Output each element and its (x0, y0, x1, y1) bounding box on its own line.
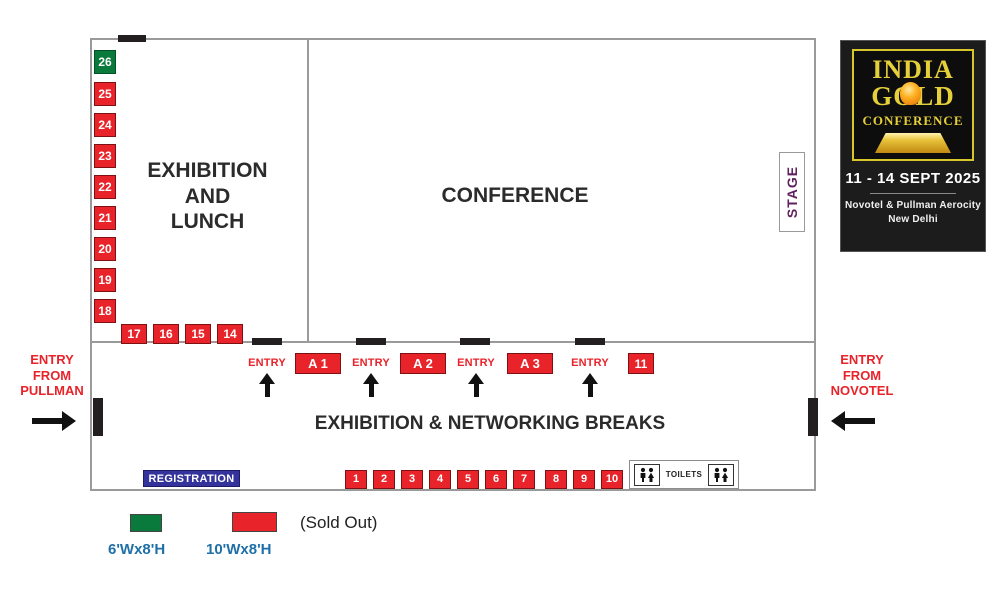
entry-label-4: ENTRY (571, 357, 609, 369)
logo-text-india: INDIA (872, 55, 954, 84)
wall-top (90, 38, 816, 40)
gold-drop-icon (900, 82, 921, 105)
registration-block[interactable]: REGISTRATION (143, 470, 240, 487)
legend-sold-out-label: (Sold Out) (300, 513, 378, 532)
booth-8[interactable]: 8 (545, 470, 567, 489)
wall-right-upper (814, 38, 816, 343)
hall-title-line-3: LUNCH (170, 210, 245, 234)
gold-bar-icon (875, 133, 951, 153)
booth-a1[interactable]: A 1 (295, 353, 341, 374)
wall-left-upper (90, 38, 92, 343)
booth-21[interactable]: 21 (94, 206, 116, 230)
entry-arrow-3 (468, 373, 484, 397)
booth-1[interactable]: 1 (345, 470, 367, 489)
entry-label-1: ENTRY (248, 357, 286, 369)
hall-title-exhibition-lunch: EXHIBITION AND LUNCH (120, 158, 295, 235)
logo-venue: Novotel & Pullman Aerocity New Delhi (845, 199, 981, 226)
booth-4[interactable]: 4 (429, 470, 451, 489)
hall-title-line-2: AND (184, 184, 231, 208)
logo-text-conference: CONFERENCE (862, 113, 964, 128)
booth-a3[interactable]: A 3 (507, 353, 553, 374)
booth-5[interactable]: 5 (457, 470, 479, 489)
wall-divider-vertical (307, 38, 309, 343)
booth-15[interactable]: 15 (185, 324, 211, 344)
logo-divider (870, 193, 956, 194)
door-top-left (118, 35, 146, 42)
novotel-line-2: FROM (842, 367, 882, 383)
booth-24[interactable]: 24 (94, 113, 116, 137)
pullman-line-1: ENTRY (30, 352, 74, 367)
entry-from-novotel-label: ENTRY FROM NOVOTEL (818, 352, 906, 399)
entry-arrow-2 (363, 373, 379, 397)
toilet-icon-left (634, 463, 660, 486)
stage-label: STAGE (784, 165, 801, 219)
booth-7[interactable]: 7 (513, 470, 535, 489)
booth-26[interactable]: 26 (94, 50, 116, 74)
toilets-label: TOILETS (665, 470, 703, 479)
booth-18[interactable]: 18 (94, 299, 116, 323)
entry-arrow-1 (259, 373, 275, 397)
stage-box: STAGE (779, 152, 805, 232)
booth-a2[interactable]: A 2 (400, 353, 446, 374)
wall-middle (90, 341, 816, 343)
hall-title-line-1: EXHIBITION (147, 159, 268, 182)
entry-from-pullman-label: ENTRY FROM PULLMAN (12, 352, 92, 399)
event-logo-card: INDIA GOLD CONFERENCE 11 - 14 SEPT 2025 … (840, 40, 986, 252)
legend-swatch-green (130, 514, 162, 532)
entry-arrow-pullman (32, 411, 76, 431)
door-entry-novotel (808, 398, 818, 436)
hall-title-conference: CONFERENCE (441, 184, 589, 207)
entry-label-2: ENTRY (352, 357, 390, 369)
booth-23[interactable]: 23 (94, 144, 116, 168)
logo-venue-line-2: New Delhi (888, 213, 938, 225)
door-entry-pullman (93, 398, 103, 436)
legend-size-green: 6'Wx8'H (108, 541, 166, 558)
door-middle-3 (460, 338, 490, 345)
wall-left-lower (90, 341, 92, 491)
booth-6[interactable]: 6 (485, 470, 507, 489)
booth-19[interactable]: 19 (94, 268, 116, 292)
entry-arrow-4 (582, 373, 598, 397)
wall-bottom (90, 489, 816, 491)
booth-25[interactable]: 25 (94, 82, 116, 106)
pullman-line-3: PULLMAN (20, 383, 84, 399)
toilet-icon-right (708, 463, 734, 486)
booth-16[interactable]: 16 (153, 324, 179, 344)
logo-venue-line-1: Novotel & Pullman Aerocity (845, 200, 981, 211)
novotel-line-3: NOVOTEL (830, 383, 894, 399)
pullman-line-2: FROM (32, 367, 72, 383)
novotel-line-1: ENTRY (840, 352, 884, 367)
booth-9[interactable]: 9 (573, 470, 595, 489)
logo-event-date: 11 - 14 SEPT 2025 (845, 170, 981, 187)
door-middle-4 (575, 338, 605, 345)
legend-swatch-red (232, 512, 277, 532)
booth-11[interactable]: 11 (628, 353, 654, 374)
booth-2[interactable]: 2 (373, 470, 395, 489)
logo-emblem: INDIA GOLD CONFERENCE (852, 49, 974, 161)
door-middle-1 (252, 338, 282, 345)
toilets-block: TOILETS (629, 460, 739, 489)
hall-title-networking: EXHIBITION & NETWORKING BREAKS (314, 413, 666, 434)
booth-3[interactable]: 3 (401, 470, 423, 489)
door-middle-2 (356, 338, 386, 345)
booth-17[interactable]: 17 (121, 324, 147, 344)
booth-14[interactable]: 14 (217, 324, 243, 344)
entry-arrow-novotel (831, 411, 875, 431)
booth-10[interactable]: 10 (601, 470, 623, 489)
entry-label-3: ENTRY (457, 357, 495, 369)
legend-size-red: 10'Wx8'H (206, 541, 272, 558)
booth-22[interactable]: 22 (94, 175, 116, 199)
booth-20[interactable]: 20 (94, 237, 116, 261)
